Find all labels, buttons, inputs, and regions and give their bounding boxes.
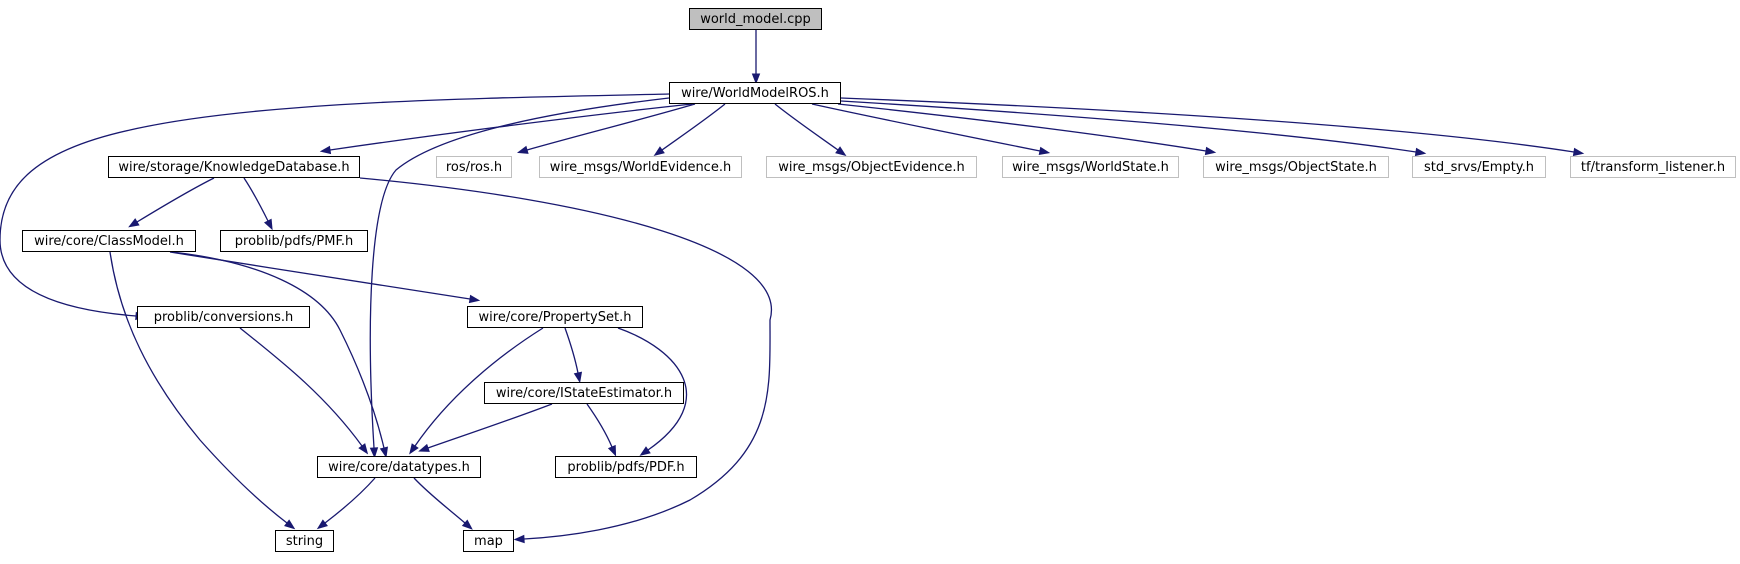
node-empty: std_srvs/Empty.h	[1412, 156, 1546, 178]
node-tf: tf/transform_listener.h	[1570, 156, 1736, 178]
arrowhead-kdb-to-pmf	[263, 218, 273, 231]
edge-worldmodelros-to-worldstate	[811, 103, 1041, 152]
edge-propertyset-to-istate	[564, 327, 579, 374]
arrowhead-worldmodelros-to-kdb	[319, 145, 332, 155]
edge-kdb-to-pmf	[243, 177, 269, 222]
arrowhead-propertyset-to-istate	[573, 371, 583, 384]
edge-propertyset-to-datatypes	[414, 327, 544, 447]
arrowhead-classmodel-to-string	[284, 519, 296, 530]
arrowhead-worldmodelros-to-datatypes	[369, 447, 379, 459]
edge-worldmodelros-to-objectevidence	[774, 103, 839, 151]
node-kdb[interactable]: wire/storage/KnowledgeDatabase.h	[108, 156, 360, 178]
arrowhead-classmodel-to-propertyset	[468, 294, 481, 304]
edge-classmodel-to-string	[109, 251, 288, 524]
edge-worldmodelros-to-worldevidence	[661, 103, 726, 151]
arrowhead-worldmodelros-to-objectevidence	[835, 146, 847, 157]
arrowhead-worldmodelros-to-objectstate	[1204, 146, 1217, 156]
arrowhead-worldmodelros-to-worldstate	[1038, 146, 1051, 156]
edge-kdb-to-map	[359, 177, 773, 540]
edge-worldmodelros-to-conversions	[0, 93, 670, 317]
edge-worldmodelros-to-rosros	[526, 103, 696, 151]
arrowhead-datatypes-to-string	[316, 519, 328, 530]
node-classmodel[interactable]: wire/core/ClassModel.h	[22, 230, 196, 252]
arrowhead-datatypes-to-map	[461, 519, 473, 530]
node-pmf[interactable]: problib/pdfs/PMF.h	[220, 230, 368, 252]
node-map[interactable]: map	[463, 530, 514, 552]
node-worldevidence: wire_msgs/WorldEvidence.h	[539, 156, 742, 178]
arrowhead-world_model-to-worldmodelros	[751, 73, 761, 85]
edge-datatypes-to-string	[324, 477, 376, 524]
node-datatypes[interactable]: wire/core/datatypes.h	[317, 456, 481, 478]
node-propertyset[interactable]: wire/core/PropertySet.h	[467, 306, 643, 328]
node-rosros: ros/ros.h	[436, 156, 512, 178]
node-pdf[interactable]: problib/pdfs/PDF.h	[555, 456, 697, 478]
arrowhead-conversions-to-datatypes	[358, 443, 369, 455]
node-worldstate: wire_msgs/WorldState.h	[1002, 156, 1179, 178]
arrowhead-propertyset-to-datatypes	[409, 443, 419, 455]
node-worldmodelros[interactable]: wire/WorldModelROS.h	[669, 82, 841, 104]
node-conversions[interactable]: problib/conversions.h	[137, 306, 310, 328]
node-istate[interactable]: wire/core/IStateEstimator.h	[484, 382, 684, 404]
arrowhead-istate-to-datatypes	[418, 443, 430, 452]
node-objectstate: wire_msgs/ObjectState.h	[1203, 156, 1389, 178]
arrowhead-kdb-to-map	[513, 534, 525, 544]
edge-worldmodelros-to-empty	[840, 100, 1417, 153]
edge-kdb-to-classmodel	[136, 177, 215, 223]
edge-worldmodelros-to-datatypes	[369, 97, 670, 449]
arrowhead-kdb-to-classmodel	[128, 218, 140, 228]
edge-istate-to-datatypes	[427, 403, 553, 449]
arrowhead-classmodel-to-datatypes	[379, 446, 389, 459]
arrowhead-worldmodelros-to-empty	[1414, 147, 1427, 157]
arrowhead-propertyset-to-pdf	[639, 446, 651, 456]
edge-worldmodelros-to-kdb	[329, 103, 693, 151]
arrowhead-worldmodelros-to-tf	[1572, 147, 1585, 157]
edge-datatypes-to-map	[413, 477, 466, 524]
edge-classmodel-to-datatypes	[171, 251, 385, 449]
edge-propertyset-to-pdf	[617, 327, 688, 451]
edge-istate-to-pdf	[586, 403, 613, 448]
node-world_model[interactable]: world_model.cpp	[689, 8, 822, 30]
edge-worldmodelros-to-tf	[840, 97, 1575, 153]
edge-worldmodelros-to-objectstate	[837, 103, 1207, 152]
arrowhead-worldmodelros-to-worldevidence	[653, 146, 665, 157]
arrowhead-istate-to-pdf	[607, 444, 617, 457]
arrowhead-worldmodelros-to-rosros	[517, 145, 529, 154]
node-objectevidence: wire_msgs/ObjectEvidence.h	[766, 156, 977, 178]
edge-conversions-to-datatypes	[239, 327, 363, 447]
node-string[interactable]: string	[275, 530, 334, 552]
